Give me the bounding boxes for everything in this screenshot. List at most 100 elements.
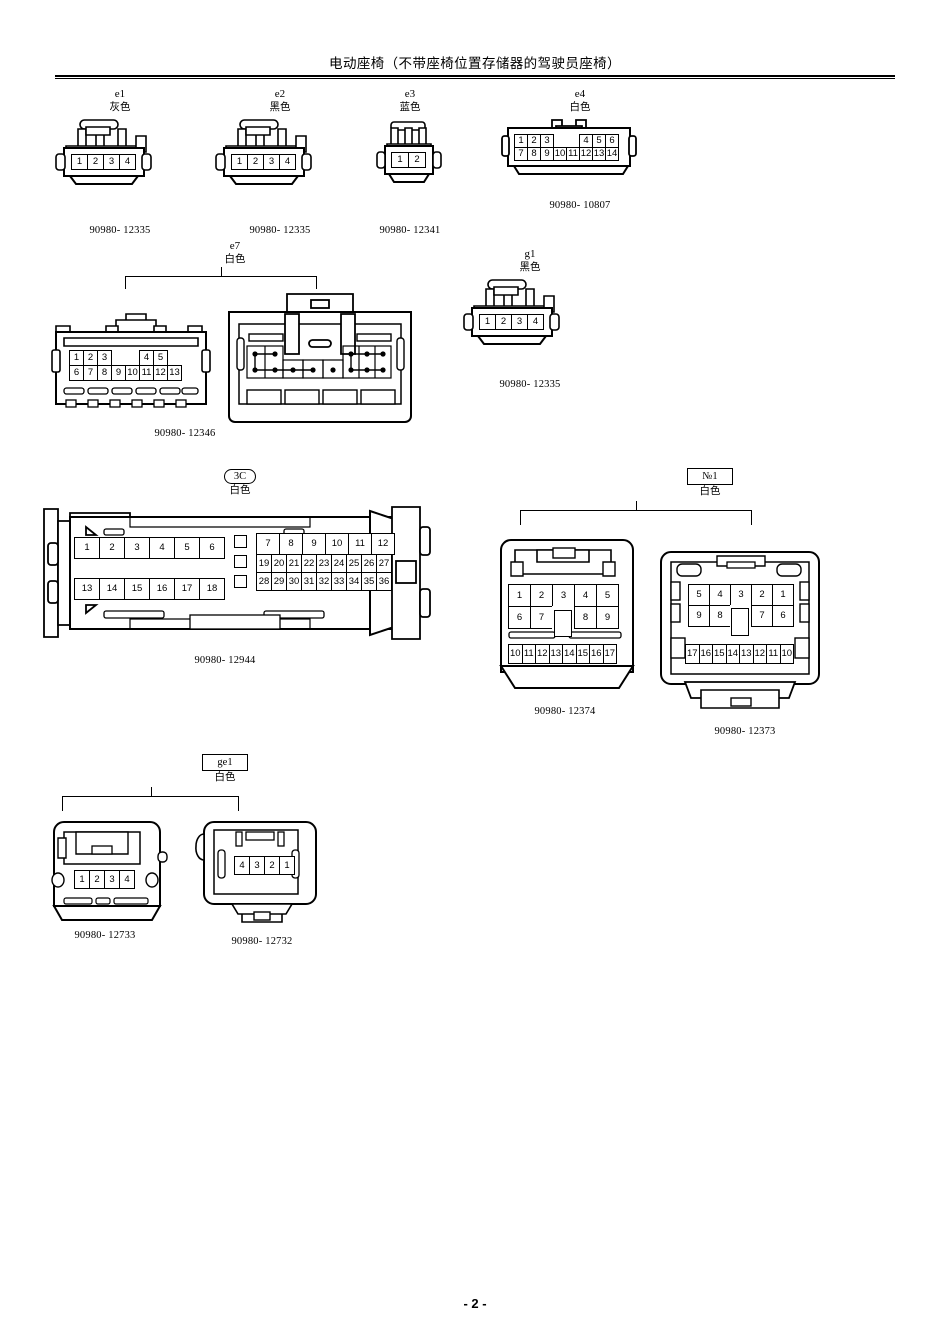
connector-e4-partno: 90980- 10807 bbox=[549, 200, 611, 211]
connector-no1-right-row-1: 5 4 3 2 1 bbox=[688, 584, 794, 606]
pin: 3 bbox=[552, 584, 575, 607]
connector-e2-label: e2 bbox=[274, 88, 286, 100]
connector-e7-rear-outline bbox=[228, 293, 412, 423]
connector-e3-color: 蓝色 bbox=[399, 102, 421, 113]
pin: 3 bbox=[263, 154, 280, 170]
pin: 17 bbox=[174, 578, 200, 600]
pin: 36 bbox=[376, 572, 392, 591]
pin: 9 bbox=[596, 606, 619, 629]
connector-3c-right-row-1: 7 8 9 10 11 12 bbox=[256, 533, 395, 555]
connector-e4-pinrow-1: 1 2 3 4 5 6 bbox=[514, 134, 619, 148]
connector-e2: e2 黑色 1 2 3 4 90980- 12335 bbox=[200, 88, 360, 236]
connector-3c: 3C 白色 bbox=[40, 466, 440, 666]
pin: 11 bbox=[521, 644, 536, 664]
pin: 7 bbox=[751, 605, 773, 627]
bracket-stem bbox=[636, 501, 637, 511]
aux-square bbox=[234, 575, 247, 588]
pin: 5 bbox=[592, 134, 606, 148]
pin: 20 bbox=[271, 554, 287, 573]
pin: 2 bbox=[89, 870, 105, 889]
page-number: - 2 - bbox=[463, 1296, 487, 1311]
pin: 6 bbox=[508, 606, 531, 629]
pin: 1 bbox=[69, 350, 84, 366]
aux-square bbox=[234, 555, 247, 568]
connector-3c-right-row-2: 19 20 21 22 23 24 25 26 27 bbox=[256, 554, 392, 573]
pin: 3 bbox=[249, 856, 265, 875]
pin: 6 bbox=[772, 605, 794, 627]
connector-e7-pinrow-1: 1 2 3 4 5 bbox=[69, 350, 168, 366]
pin: 2 bbox=[530, 584, 553, 607]
connector-no1-left-row-3: 10 11 12 13 14 15 16 17 bbox=[508, 644, 617, 664]
pin: 4 bbox=[527, 314, 544, 330]
pin: 21 bbox=[286, 554, 302, 573]
pin: 1 bbox=[508, 584, 531, 607]
pin-gap bbox=[553, 134, 567, 148]
pin: 29 bbox=[271, 572, 287, 591]
pin: 10 bbox=[325, 533, 349, 555]
pin: 4 bbox=[119, 154, 136, 170]
pin: 6 bbox=[199, 537, 225, 559]
connector-e7-pinrow-2: 6 7 8 9 10 11 12 13 bbox=[69, 365, 182, 381]
connector-e3-body: 1 2 bbox=[355, 114, 465, 189]
pin: 1 bbox=[772, 584, 794, 606]
page-header: 电动座椅（不带座椅位置存储器的驾驶员座椅） bbox=[55, 52, 895, 79]
connector-e7-bracket bbox=[125, 267, 317, 289]
connector-g1-color: 黑色 bbox=[519, 262, 541, 273]
pin: 1 bbox=[74, 870, 90, 889]
connector-e1-partno: 90980- 12335 bbox=[89, 225, 151, 236]
pin: 13 bbox=[592, 147, 606, 161]
connector-3c-left-row-2: 13 14 15 16 17 18 bbox=[74, 578, 225, 600]
connector-no1-badge-wrap: №1 bbox=[540, 466, 880, 485]
pin: 5 bbox=[688, 584, 710, 606]
header-rule-thick bbox=[55, 75, 895, 77]
connector-g1-partno: 90980- 12335 bbox=[499, 379, 561, 390]
pin: 7 bbox=[256, 533, 280, 555]
pin: 17 bbox=[685, 644, 700, 664]
connector-no1-left-row-1: 1 2 3 4 5 bbox=[508, 584, 619, 607]
pin: 11 bbox=[566, 147, 580, 161]
connector-e1-outline bbox=[55, 119, 152, 185]
pin: 3 bbox=[511, 314, 528, 330]
connector-3c-badge-wrap: 3C bbox=[40, 466, 440, 484]
connector-ge1: ge1 白色 1 bbox=[40, 752, 370, 947]
pin: 1 bbox=[391, 152, 409, 168]
pin: 2 bbox=[99, 537, 125, 559]
pin: 28 bbox=[256, 572, 272, 591]
pin: 11 bbox=[348, 533, 372, 555]
connector-ge1-left-partno: 90980- 12733 bbox=[74, 930, 136, 941]
connector-e4-label: e4 bbox=[574, 88, 586, 100]
connector-e1-label: e1 bbox=[114, 88, 126, 100]
pin: 23 bbox=[316, 554, 332, 573]
connector-g1-body: 1 2 3 4 bbox=[440, 274, 620, 349]
connector-3c-left-row-1: 1 2 3 4 5 6 bbox=[74, 537, 225, 559]
pin: 11 bbox=[766, 644, 781, 664]
connector-ge1-color: 白色 bbox=[214, 772, 236, 783]
connector-no1-right-center-slot bbox=[731, 608, 749, 636]
pin: 30 bbox=[286, 572, 302, 591]
pin: 14 bbox=[725, 644, 740, 664]
connector-e7-label: e7 bbox=[229, 240, 241, 252]
pin: 2 bbox=[495, 314, 512, 330]
pin: 2 bbox=[83, 350, 98, 366]
connector-no1-bracket bbox=[520, 501, 752, 525]
connector-ge1-left-row-1: 1 2 3 4 bbox=[74, 870, 135, 889]
pin: 16 bbox=[698, 644, 713, 664]
pin: 14 bbox=[99, 578, 125, 600]
pin: 22 bbox=[301, 554, 317, 573]
pin-gap bbox=[125, 350, 140, 366]
connector-e1-body: 1 2 3 4 bbox=[40, 114, 200, 189]
connector-e7: e7 白色 bbox=[40, 240, 430, 439]
connector-g1-outline bbox=[463, 279, 560, 345]
connector-3c-aux-squares bbox=[234, 535, 247, 588]
pin: 12 bbox=[579, 147, 593, 161]
pin: 2 bbox=[408, 152, 426, 168]
connector-e2-outline bbox=[215, 119, 312, 185]
pin: 4 bbox=[574, 584, 597, 607]
bracket-stem bbox=[221, 267, 222, 277]
connector-3c-body: 1 2 3 4 5 6 13 14 15 16 17 18 7 8 9 10 1… bbox=[40, 503, 440, 643]
connector-no1-right-row-3: 17 16 15 14 13 12 11 10 bbox=[685, 644, 794, 664]
page-footer: - 2 - bbox=[0, 1296, 950, 1311]
pin: 15 bbox=[575, 644, 590, 664]
pin: 6 bbox=[69, 365, 84, 381]
pin: 2 bbox=[247, 154, 264, 170]
